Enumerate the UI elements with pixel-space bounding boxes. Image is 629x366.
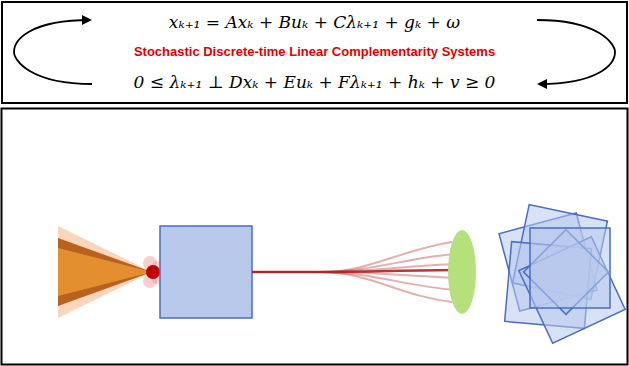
trajectory-fan	[252, 242, 458, 302]
contact-point	[146, 265, 160, 279]
cone-core	[58, 248, 152, 296]
system-title: Stochastic Discrete-time Linear Compleme…	[134, 43, 495, 61]
goal-region	[448, 230, 476, 314]
cone-edge	[58, 238, 152, 306]
final-poses	[499, 205, 625, 344]
panel-border	[2, 109, 628, 365]
cycle-arrow	[537, 20, 615, 84]
system-panel: xₖ₊₁ = Axₖ + Buₖ + Cλₖ₊₁ + gₖ + ω Stochas…	[1, 1, 628, 104]
block	[160, 226, 252, 318]
complementarity-equation: 0 ≤ λₖ₊₁ ⊥ Dxₖ + Euₖ + Fλₖ₊₁ + hₖ + v ≥ …	[134, 71, 496, 93]
cycle-arrow	[14, 20, 92, 84]
cone-uncertainty	[58, 226, 152, 318]
dynamics-equation: xₖ₊₁ = Axₖ + Buₖ + Cλₖ₊₁ + gₖ + ω	[169, 11, 460, 33]
